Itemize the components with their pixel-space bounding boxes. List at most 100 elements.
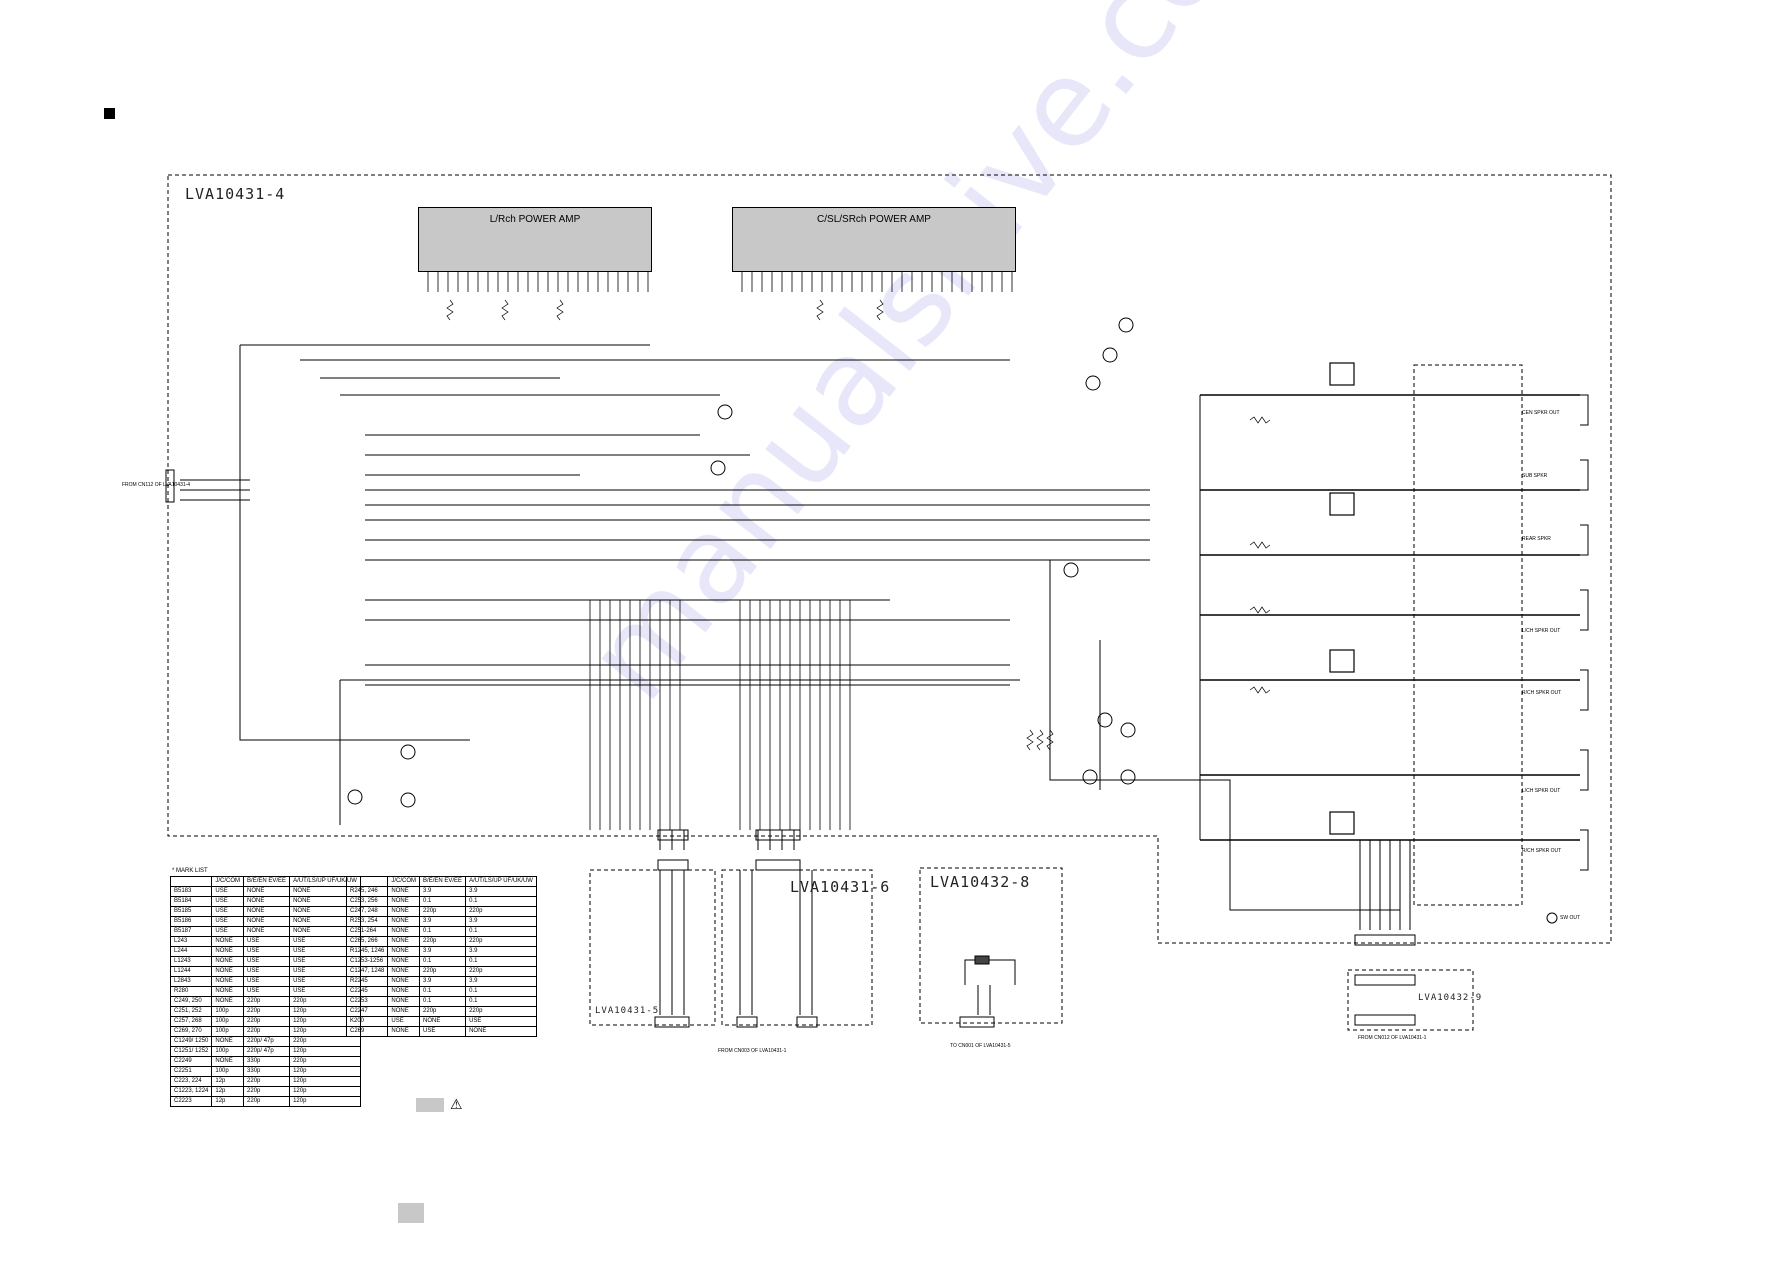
left-power-amp-chip: L/Rch POWER AMP (418, 207, 652, 272)
mark-list-table-2: J/C/COM B/E/EN EV/EE A/UT/LS/UP UF/UK/UW… (345, 876, 537, 1037)
table-cell: B5184 (169, 896, 213, 907)
table-cell: 12p (211, 1096, 245, 1107)
table-header-row: J/C/COM B/E/EN EV/EE A/UT/LS/UP UF/UK/UW (345, 876, 537, 887)
table-cell: R1245, 1246 (345, 946, 389, 957)
table-cell: NONE (387, 1026, 421, 1037)
table-cell: NONE (387, 966, 421, 977)
connector-label-from-sub9: FROM CN012 OF LVA10431-1 (1358, 1035, 1427, 1041)
table-cell: 220p (243, 996, 291, 1007)
table-cell: 330p (243, 1066, 291, 1077)
table-cell: NONE (211, 956, 245, 967)
table-cell: 3.9 (465, 946, 537, 957)
table-cell: L2843 (169, 976, 213, 987)
table-cell: B5185 (169, 906, 213, 917)
table-cell: L244 (169, 946, 213, 957)
table-cell: USE (243, 936, 291, 947)
table-cell: 330p (243, 1056, 291, 1067)
table-cell: 220p (419, 906, 467, 917)
table-cell: 100p (211, 1006, 245, 1017)
table-cell: 220p (419, 1006, 467, 1017)
table-cell: C265, 266 (345, 936, 389, 947)
table-cell: C257, 268 (169, 1016, 213, 1027)
table-cell: 120p (289, 1046, 361, 1057)
table-cell: 0.1 (465, 986, 537, 997)
speaker-output-label: L/CH SPKR OUT (1522, 788, 1561, 794)
right-power-amp-chip: C/SL/SRch POWER AMP (732, 207, 1016, 272)
table-cell: 220p (465, 966, 537, 977)
table-cell: 12p (211, 1076, 245, 1087)
table-cell: USE (243, 956, 291, 967)
table-cell: C2249 (169, 1056, 213, 1067)
speaker-output-label: REAR SPKR (1522, 536, 1551, 542)
table-cell: NONE (243, 906, 291, 917)
table-cell: USE (211, 916, 245, 927)
table-cell: L1244 (169, 966, 213, 977)
table-cell: C1253-1256 (345, 956, 389, 967)
table-cell: C269 (345, 1026, 389, 1037)
table-header: J/C/COM (211, 876, 245, 887)
table-cell: R253, 254 (345, 916, 389, 927)
table-cell: USE (243, 976, 291, 987)
table-cell: C251-264 (345, 926, 389, 937)
table-cell: NONE (387, 946, 421, 957)
table-cell: 100p (211, 1016, 245, 1027)
table-cell: NONE (387, 976, 421, 987)
table-header (345, 876, 389, 887)
table-cell: NONE (387, 986, 421, 997)
table-cell: NONE (211, 976, 245, 987)
table-cell: C1223, 1224 (169, 1086, 213, 1097)
table-header: B/E/EN EV/EE (243, 876, 291, 887)
table-header: A/UT/LS/UP UF/UK/UW (465, 876, 537, 887)
speaker-output-label: R/CH SPKR OUT (1522, 690, 1562, 696)
table-cell: 120p (289, 1076, 361, 1087)
table-cell: 220p (419, 936, 467, 947)
table-cell: USE (419, 1026, 467, 1037)
table-cell: 3.9 (419, 916, 467, 927)
table-cell: 100p (211, 1066, 245, 1077)
table-cell: USE (211, 896, 245, 907)
right-power-amp-label: C/SL/SRch POWER AMP (817, 214, 931, 225)
table-header: J/C/COM (387, 876, 421, 887)
table-cell: C1249/ 1250 (169, 1036, 213, 1047)
table-cell: USE (243, 946, 291, 957)
table-cell: 3.9 (465, 886, 537, 897)
table-cell: C2245 (345, 986, 389, 997)
table-cell: NONE (211, 1036, 245, 1047)
table-cell: NONE (243, 896, 291, 907)
mark-list-title: * MARK LIST (172, 868, 208, 874)
table-cell: R245, 246 (345, 886, 389, 897)
speaker-output-label: SUB SPKR (1522, 473, 1548, 479)
table-cell: NONE (387, 906, 421, 917)
left-power-amp-label: L/Rch POWER AMP (489, 214, 581, 225)
relay-board-outline (1413, 364, 1523, 906)
table-cell: USE (243, 986, 291, 997)
table-cell: 0.1 (465, 956, 537, 967)
table-cell: NONE (211, 996, 245, 1007)
table-cell: 12p (211, 1086, 245, 1097)
table-cell: 3.9 (419, 946, 467, 957)
table-cell: 220p/ 47p (243, 1036, 291, 1047)
table-cell: C247, 248 (345, 906, 389, 917)
table-cell: 220p (243, 1096, 291, 1107)
table-cell: C2253 (345, 996, 389, 1007)
